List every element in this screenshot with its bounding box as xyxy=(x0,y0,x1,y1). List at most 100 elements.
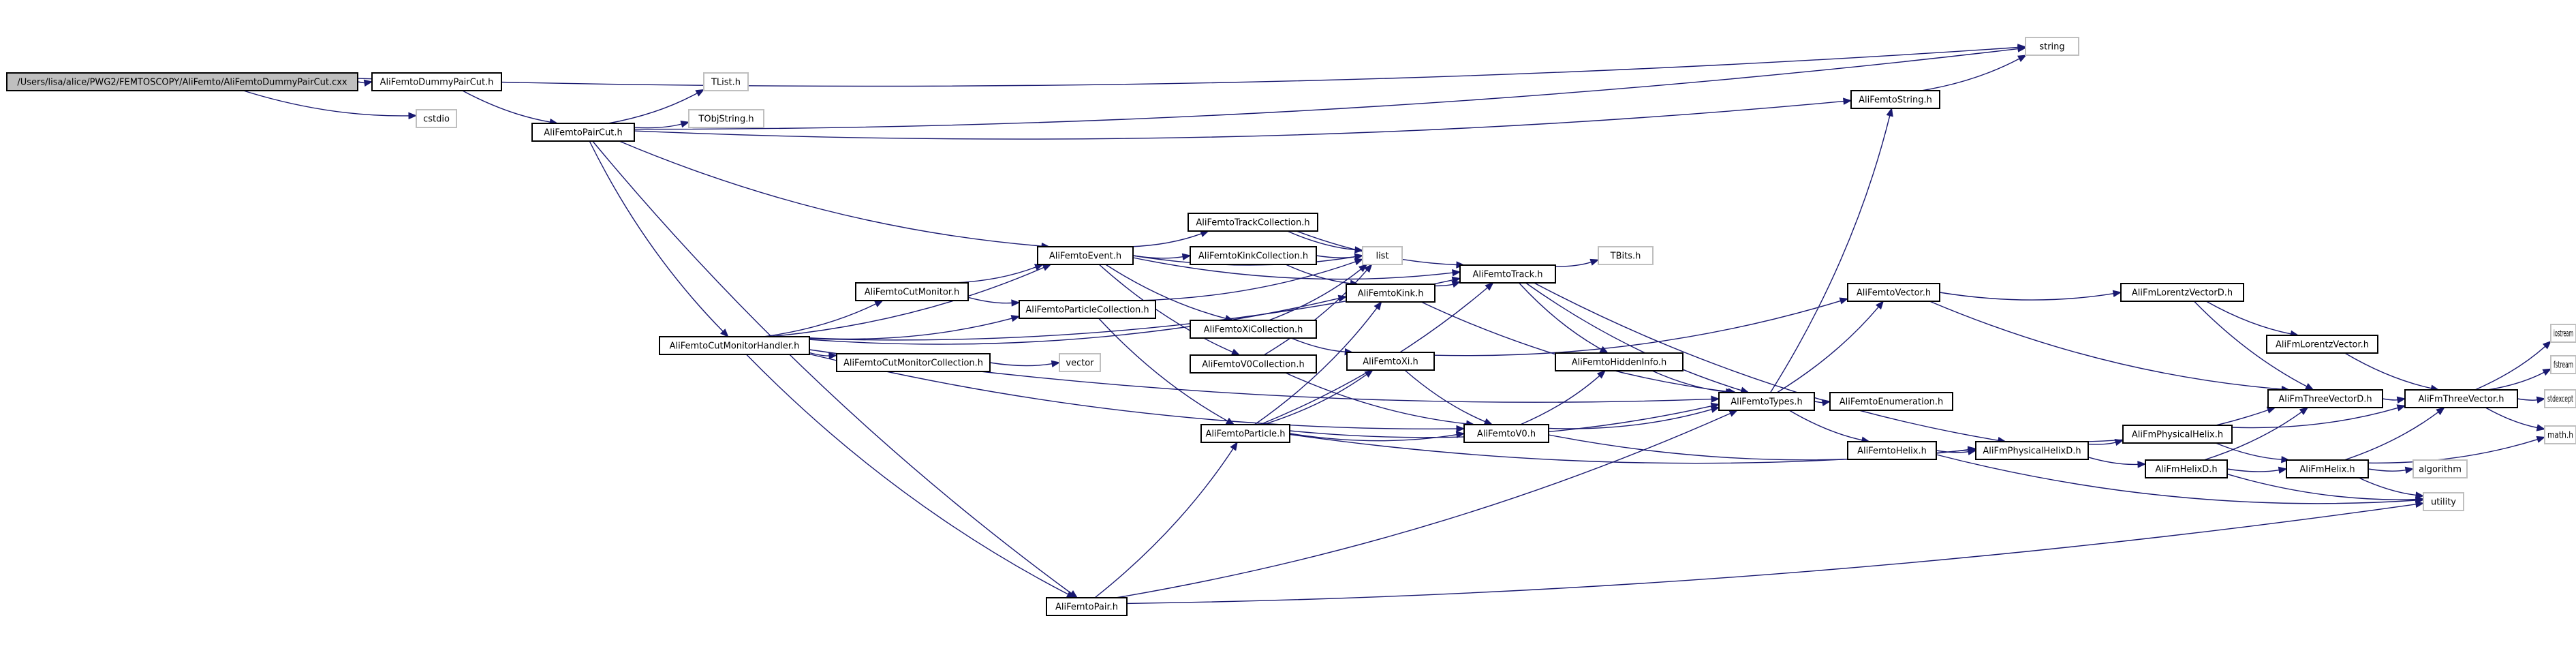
node-label: AliFmThreeVectorD.h xyxy=(2278,395,2372,405)
node-enumeration[interactable]: AliFemtoEnumeration.h xyxy=(1829,392,1953,411)
node-xi[interactable]: AliFemtoXi.h xyxy=(1346,352,1435,371)
node-helixd[interactable]: AliFmHelixD.h xyxy=(2145,459,2228,478)
node-cstdio: cstdio xyxy=(416,109,457,128)
node-box xyxy=(1346,352,1435,371)
node-fmhelix[interactable]: AliFmHelix.h xyxy=(2286,459,2369,478)
edge-particle-to-xi xyxy=(1262,374,1367,425)
edge-cutmonhandler-to-cutmoncoll xyxy=(809,352,830,356)
edge-femtovector-to-lorentzvectord xyxy=(1939,292,2114,301)
edge-arrowhead xyxy=(1354,253,1364,261)
node-particle[interactable]: AliFemtoParticle.h xyxy=(1200,424,1290,443)
edge-arrowhead xyxy=(1839,297,1849,305)
edge-particlecoll-to-particle xyxy=(1098,318,1228,422)
node-label: AliFemtoDummyPairCut.h xyxy=(380,78,494,88)
node-string: string xyxy=(2025,37,2079,56)
node-label: AliFemtoV0.h xyxy=(1477,429,1536,440)
edge-arrowhead xyxy=(1599,346,1609,354)
edge-threevector-to-iostream xyxy=(2474,346,2546,391)
edge-arrowhead xyxy=(2542,368,2552,376)
node-physhelix[interactable]: AliFmPhysicalHelix.h xyxy=(2122,425,2233,444)
node-box xyxy=(6,72,358,91)
edge-helixd-to-fmhelix xyxy=(2226,468,2280,472)
node-threevectord[interactable]: AliFmThreeVectorD.h xyxy=(2267,389,2383,408)
node-label: AliFmPhysicalHelix.h xyxy=(2132,430,2223,440)
edge-arrowhead xyxy=(1011,299,1021,307)
edge-layer xyxy=(243,44,2552,605)
node-box xyxy=(659,336,810,355)
edge-arrowhead xyxy=(1181,253,1192,261)
node-lorentzvector[interactable]: AliFmLorentzVector.h xyxy=(2266,335,2378,354)
edge-arrowhead xyxy=(680,121,690,128)
node-femtovector[interactable]: AliFemtoVector.h xyxy=(1847,283,1940,302)
edge-paircut-to-string xyxy=(634,48,2019,130)
edge-physhelix-to-threevector xyxy=(2231,407,2398,429)
edge-physhelixd-to-helixd xyxy=(2088,457,2139,466)
edge-xi-to-femtovector xyxy=(1433,300,1841,356)
node-box xyxy=(1463,424,1549,443)
node-box xyxy=(371,72,502,91)
node-list: list xyxy=(1362,246,1403,265)
edge-arrowhead xyxy=(720,329,729,337)
edge-arrowhead xyxy=(1710,402,1720,410)
edge-xi-to-v0 xyxy=(1404,369,1486,423)
edge-pair-to-types xyxy=(1115,412,1731,598)
edge-arrowhead xyxy=(2396,396,2406,404)
node-box xyxy=(1555,352,1683,371)
edge-arrowhead xyxy=(1452,269,1461,277)
node-label: AliFemtoTypes.h xyxy=(1731,397,1803,408)
node-types[interactable]: AliFemtoTypes.h xyxy=(1718,392,1815,411)
node-iostream: iostream xyxy=(2550,324,2576,343)
node-box xyxy=(1847,441,1937,460)
node-root[interactable]: /Users/lisa/alice/PWG2/FEMTOSCOPY/AliFem… xyxy=(6,72,358,91)
node-box xyxy=(1190,354,1317,374)
node-box xyxy=(1362,246,1403,265)
node-threevector[interactable]: AliFmThreeVector.h xyxy=(2404,389,2518,408)
node-label: math.h xyxy=(2547,431,2573,441)
edge-arrowhead xyxy=(1374,301,1382,311)
edge-arrowhead xyxy=(1230,441,1238,451)
node-cutmonhandler[interactable]: AliFemtoCutMonitorHandler.h xyxy=(659,336,810,355)
node-kinkcoll[interactable]: AliFemtoKinkCollection.h xyxy=(1190,246,1317,265)
node-box xyxy=(416,109,457,128)
edge-arrowhead xyxy=(2542,340,2551,350)
node-label: AliFemtoHelix.h xyxy=(1857,446,1927,457)
node-label: stdexcept xyxy=(2547,395,2573,405)
node-box xyxy=(2404,389,2518,408)
node-hiddeninfo[interactable]: AliFemtoHiddenInfo.h xyxy=(1555,352,1683,371)
node-xicoll[interactable]: AliFemtoXiCollection.h xyxy=(1190,320,1317,339)
node-cutmonitor[interactable]: AliFemtoCutMonitor.h xyxy=(855,282,969,301)
node-tracklist[interactable]: AliFemtoTrackCollection.h xyxy=(1188,213,1318,232)
edge-threevector-to-stdexcept xyxy=(2517,398,2538,401)
node-box xyxy=(1598,246,1654,265)
node-cutmoncoll[interactable]: AliFemtoCutMonitorCollection.h xyxy=(836,353,991,372)
edge-arrowhead xyxy=(828,352,838,360)
node-femtohelix[interactable]: AliFemtoHelix.h xyxy=(1847,441,1937,460)
edge-arrowhead xyxy=(363,79,373,87)
node-kink[interactable]: AliFemtoKink.h xyxy=(1346,284,1436,303)
edge-paircut-to-tlist xyxy=(608,93,698,124)
edge-threevectord-to-threevector xyxy=(2382,398,2398,401)
node-v0[interactable]: AliFemtoV0.h xyxy=(1463,424,1549,443)
node-box xyxy=(2550,324,2576,343)
edge-arrowhead xyxy=(2396,404,2406,412)
node-v0coll[interactable]: AliFemtoV0Collection.h xyxy=(1190,354,1317,374)
node-paircut[interactable]: AliFemtoPairCut.h xyxy=(531,123,635,142)
node-event[interactable]: AliFemtoEvent.h xyxy=(1037,246,1134,265)
edge-arrowhead xyxy=(1886,107,1893,117)
node-physhelixd[interactable]: AliFmPhysicalHelixD.h xyxy=(1975,441,2089,460)
node-femtostring[interactable]: AliFemtoString.h xyxy=(1850,90,1940,109)
node-label: utility xyxy=(2431,498,2456,508)
node-track[interactable]: AliFemtoTrack.h xyxy=(1459,264,1556,284)
node-box xyxy=(2550,355,2576,374)
node-particlecoll[interactable]: AliFemtoParticleCollection.h xyxy=(1019,300,1156,319)
node-dummypaircut[interactable]: AliFemtoDummyPairCut.h xyxy=(371,72,502,91)
node-label: cstdio xyxy=(423,115,450,125)
node-lorentzvectord[interactable]: AliFmLorentzVectorD.h xyxy=(2120,283,2244,302)
node-label: AliFemtoCutMonitorHandler.h xyxy=(670,341,800,352)
node-label: AliFmPhysicalHelixD.h xyxy=(1983,446,2081,457)
node-label: TList.h xyxy=(711,78,741,88)
node-pair[interactable]: AliFemtoPair.h xyxy=(1046,597,1128,616)
node-label: AliFemtoHiddenInfo.h xyxy=(1572,358,1666,368)
node-tobjstring: TObjString.h xyxy=(688,109,764,128)
